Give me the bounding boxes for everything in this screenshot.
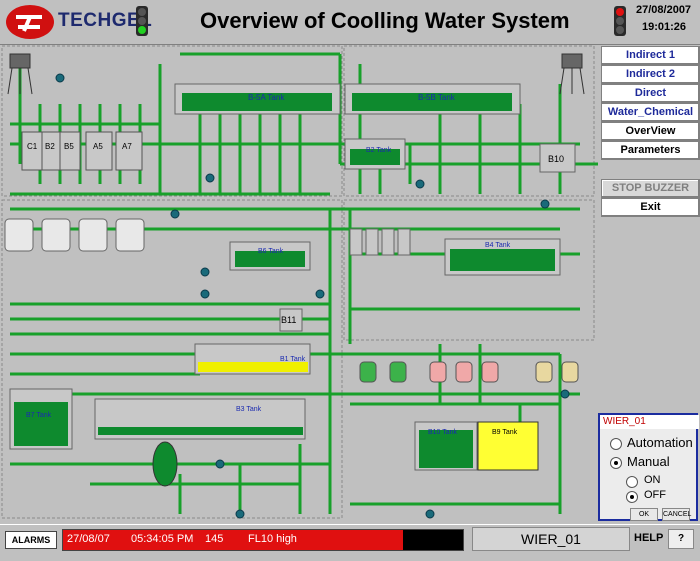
date-text: 27/08/2007 xyxy=(636,4,692,16)
wier-panel-title: WIER_01 xyxy=(600,415,699,429)
tank-b3-label: B3 Tank xyxy=(236,406,262,413)
traffic-light-icon xyxy=(136,6,148,36)
indirect-2-button[interactable]: Indirect 2 xyxy=(601,65,700,84)
on-label: ON xyxy=(644,474,661,486)
plant-schematic xyxy=(1,45,598,519)
cabinet-b5-label: B5 xyxy=(64,142,74,151)
off-label: OFF xyxy=(644,489,666,501)
tank-b1-label: B1 Tank xyxy=(280,356,306,363)
cancel-button[interactable]: CANCEL xyxy=(662,508,691,521)
water-chemical-button[interactable]: Water_Chemical xyxy=(601,103,700,122)
alarm-code: 145 xyxy=(205,533,224,545)
automation-label: Automation xyxy=(627,435,693,450)
cabinet-b2-label: B2 xyxy=(45,142,55,151)
page-title: Overview of Coolling Water System xyxy=(200,8,570,33)
tank-b10-small-label: B10 xyxy=(548,154,565,164)
datetime: 27/08/2007 19:01:26 xyxy=(636,2,698,36)
alarm-banner[interactable]: 27/08/07 05:34:05 PM 145 FL10 high xyxy=(62,529,464,551)
tank-b10-label: B10 Tank xyxy=(428,429,458,436)
status-bar: ALARMS 27/08/07 05:34:05 PM 145 FL10 hig… xyxy=(0,524,700,561)
selected-device-box: WIER_01 xyxy=(472,527,630,551)
techgel-logo-icon xyxy=(6,5,54,39)
tank-b2-label: B2 Tank xyxy=(366,147,392,154)
parameters-button[interactable]: Parameters xyxy=(601,141,700,160)
stop-buzzer-button[interactable]: STOP BUZZER xyxy=(601,179,700,198)
indirect-1-button[interactable]: Indirect 1 xyxy=(601,46,700,65)
tank-b7-label: B7 Tank xyxy=(26,412,52,419)
cabinet-a5-label: A5 xyxy=(93,142,103,151)
logo-text: TECHGEL xyxy=(58,10,153,31)
cabinet-c1-label: C1 xyxy=(27,142,38,151)
tank-b6-label: B6 Tank xyxy=(258,248,284,255)
tank-b11-label: B11 xyxy=(281,315,297,325)
overview-button[interactable]: OverView xyxy=(601,122,700,141)
exit-button[interactable]: Exit xyxy=(601,198,700,217)
automation-radio[interactable] xyxy=(610,438,622,450)
wier-control-panel: WIER_01 Automation Manual ON OFF OK CANC… xyxy=(598,413,699,521)
off-radio[interactable] xyxy=(626,491,638,503)
manual-radio[interactable] xyxy=(610,457,622,469)
tank-b9-label: B9 Tank xyxy=(492,429,518,436)
alarms-button[interactable]: ALARMS xyxy=(5,531,57,549)
cabinet-a7-label: A7 xyxy=(122,142,132,151)
alarm-text: FL10 high xyxy=(248,533,297,545)
time-text: 19:01:26 xyxy=(642,21,687,33)
header: TECHGEL Overview of Coolling Water Syste… xyxy=(0,0,700,45)
alarm-fill xyxy=(63,530,403,550)
tank-b5b-label: B-5B Tank xyxy=(418,93,455,102)
alarm-light-icon xyxy=(614,6,626,36)
help-icon[interactable]: ? xyxy=(668,529,694,549)
tank-b4-label: B4 Tank xyxy=(485,242,511,249)
alarm-date: 27/08/07 xyxy=(67,533,110,545)
on-radio[interactable] xyxy=(626,476,638,488)
help-label: HELP xyxy=(634,532,664,544)
ok-button[interactable]: OK xyxy=(630,508,658,521)
tank-b5a-label: B-5A Tank xyxy=(248,93,285,102)
manual-label: Manual xyxy=(627,454,670,469)
alarm-time: 05:34:05 PM xyxy=(131,533,194,545)
direct-button[interactable]: Direct xyxy=(601,84,700,103)
